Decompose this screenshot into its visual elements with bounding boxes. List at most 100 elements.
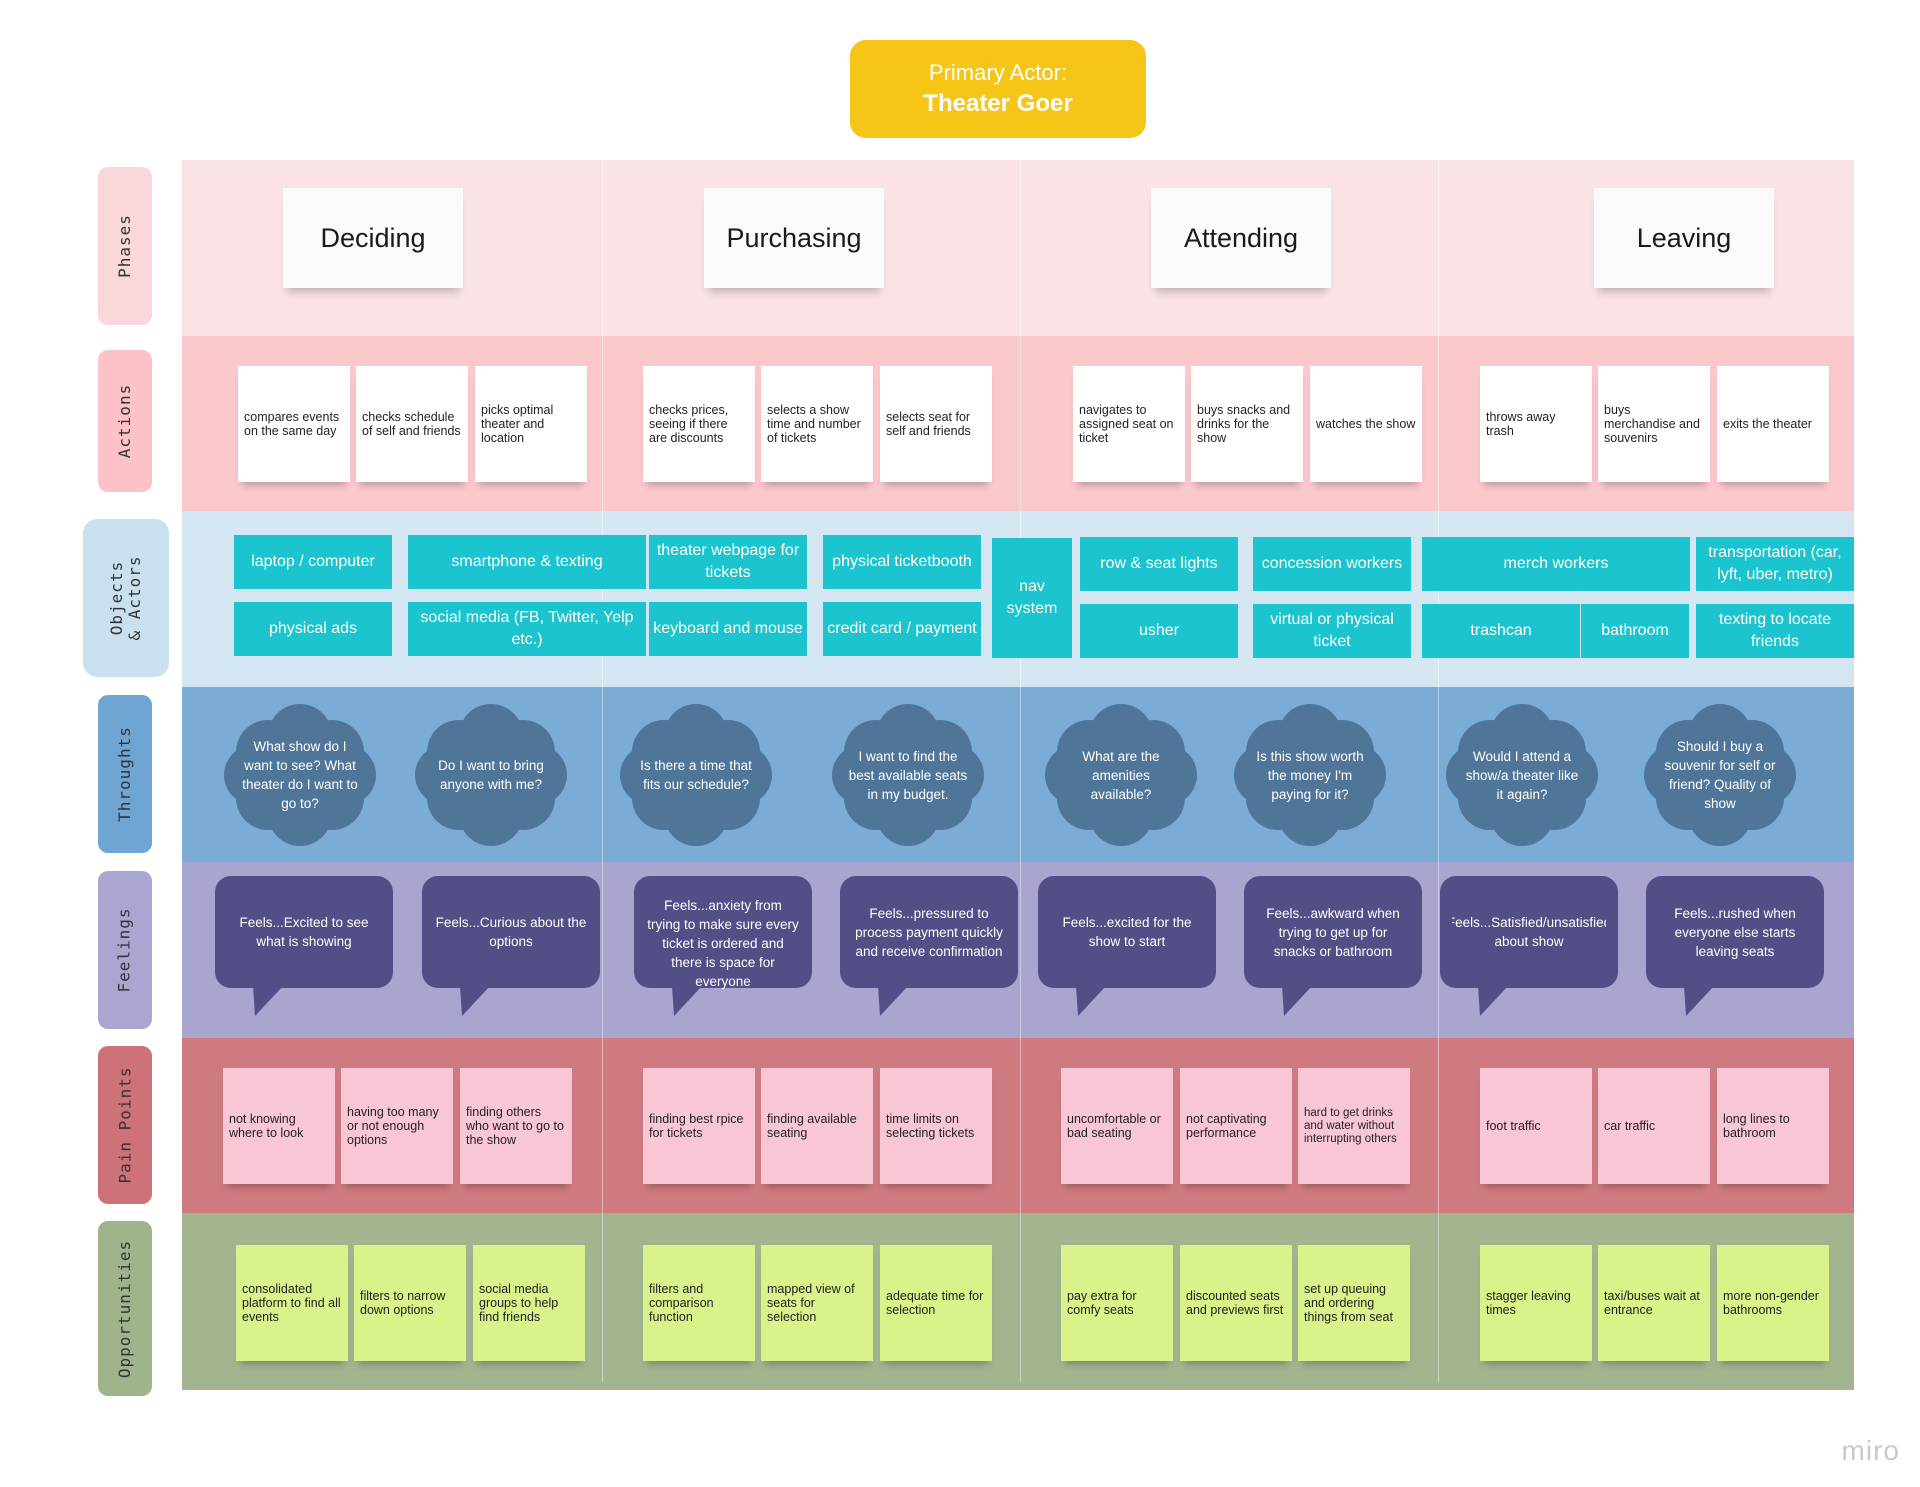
action-note: selects seat for self and friends	[880, 366, 992, 482]
primary-actor-label: Primary Actor:	[928, 60, 1068, 85]
row-label-text: Throughts	[115, 726, 135, 822]
object-tile: theater webpage for tickets	[649, 535, 807, 589]
feeling-bubble: Feels...Satisfied/unsatisfied about show	[1440, 876, 1618, 1016]
feeling-bubble: Feels...excited for the show to start	[1038, 876, 1216, 1016]
phase-divider	[602, 160, 603, 1382]
pain-point-note: hard to get drinks and water without int…	[1298, 1068, 1410, 1184]
object-tile: row & seat lights	[1080, 537, 1238, 591]
bubble-shape	[1244, 876, 1422, 1016]
thought-cloud: I want to find the best available seats …	[824, 700, 992, 850]
action-note: checks prices, seeing if there are disco…	[643, 366, 755, 482]
phase-card-deciding: Deciding	[283, 188, 463, 288]
row-label-opportunities: Opportunities	[98, 1221, 152, 1396]
action-note: checks schedule of self and friends	[356, 366, 468, 482]
row-label-thoughts: Throughts	[98, 695, 152, 853]
object-tile: physical ads	[234, 602, 392, 656]
feeling-text: Feels...pressured to process payment qui…	[855, 905, 1003, 959]
feeling-text: Feels...awkward when trying to get up fo…	[1266, 905, 1400, 959]
phase-card-attending: Attending	[1151, 188, 1331, 288]
thought-text: I want to find the best available seats …	[848, 748, 968, 802]
feeling-bubble: Feels...awkward when trying to get up fo…	[1244, 876, 1422, 1016]
pain-point-note: finding best rpice for tickets	[643, 1068, 755, 1184]
row-label-phases: Phases	[98, 167, 152, 325]
opportunity-note: taxi/buses wait at entrance	[1598, 1245, 1710, 1361]
opportunity-note: more non-gender bathrooms	[1717, 1245, 1829, 1361]
feeling-text: Feels...rushed when everyone else starts…	[1674, 905, 1796, 959]
cloud-shape	[1045, 704, 1197, 846]
phase-card-leaving: Leaving	[1594, 188, 1774, 288]
feeling-text: Feels...anxiety from trying to make sure…	[647, 898, 799, 989]
opportunity-note: pay extra for comfy seats	[1061, 1245, 1173, 1361]
action-note: buys merchandise and souvenirs	[1598, 366, 1710, 482]
opportunity-note: discounted seats and previews first	[1180, 1245, 1292, 1361]
row-label-feelings: Feelings	[98, 871, 152, 1029]
row-label-text: Actions	[115, 383, 134, 459]
pain-point-note: not knowing where to look	[223, 1068, 335, 1184]
object-tile: texting to locate friends	[1696, 604, 1854, 658]
object-tile: usher	[1080, 604, 1238, 658]
thought-cloud: What show do I want to see? What theater…	[216, 700, 384, 850]
object-tile: laptop / computer	[234, 535, 392, 589]
action-note: navigates to assigned seat on ticket	[1073, 366, 1185, 482]
feeling-text: Feels...Curious about the options	[435, 915, 587, 949]
row-label-text: Phases	[115, 214, 135, 278]
opportunity-note: filters to narrow down options	[354, 1245, 466, 1361]
bubble-shape	[215, 876, 393, 1016]
pain-point-note: having too many or not enough options	[341, 1068, 453, 1184]
opportunity-note: social media groups to help find friends	[473, 1245, 585, 1361]
cloud-shape	[415, 704, 567, 846]
cloud-shape	[620, 704, 772, 846]
opportunity-note: adequate time for selection	[880, 1245, 992, 1361]
cloud-shape	[1446, 704, 1598, 846]
thought-text: Should I buy a souvenir for self or frie…	[1664, 739, 1776, 811]
object-tile: trashcan	[1422, 604, 1580, 658]
pain-point-note: foot traffic	[1480, 1068, 1592, 1184]
row-label-text: Pain Points	[115, 1066, 134, 1184]
action-note: buys snacks and drinks for the show	[1191, 366, 1303, 482]
feeling-bubble: Feels...Excited to see what is showing	[215, 876, 393, 1016]
pain-point-note: finding others who want to go to the sho…	[460, 1068, 572, 1184]
action-note: throws away trash	[1480, 366, 1592, 482]
object-tile: transportation (car, lyft, uber, metro)	[1696, 537, 1854, 591]
thought-cloud: Should I buy a souvenir for self or frie…	[1636, 700, 1804, 850]
opportunity-note: filters and comparison function	[643, 1245, 755, 1361]
bubble-shape	[422, 876, 600, 1016]
feeling-bubble: Feels...pressured to process payment qui…	[840, 876, 1018, 1016]
feeling-text: Feels...Excited to see what is showing	[239, 915, 369, 949]
cloud-shape	[1234, 704, 1386, 846]
thought-text: What are the amenities available?	[1082, 748, 1160, 802]
thought-cloud: Is this show worth the money I'm paying …	[1226, 700, 1394, 850]
thought-cloud: What are the amenities available?	[1037, 700, 1205, 850]
pain-point-note: uncomfortable or bad seating	[1061, 1068, 1173, 1184]
thought-cloud: Would I attend a show/a theater like it …	[1438, 700, 1606, 850]
thought-text: Is there a time that fits our schedule?	[640, 758, 752, 792]
pain-point-note: long lines to bathroom	[1717, 1068, 1829, 1184]
bubble-shape	[1440, 876, 1618, 1016]
feeling-text: Feels...excited for the show to start	[1062, 915, 1192, 949]
object-tile: nav system	[992, 538, 1072, 658]
pain-point-note: finding available seating	[761, 1068, 873, 1184]
opportunity-note: mapped view of seats for selection	[761, 1245, 873, 1361]
object-tile: virtual or physical ticket	[1253, 604, 1411, 658]
object-tile: smartphone & texting	[408, 535, 646, 589]
object-tile: concession workers	[1253, 537, 1411, 591]
action-note: selects a show time and number of ticket…	[761, 366, 873, 482]
opportunity-note: set up queuing and ordering things from …	[1298, 1245, 1410, 1361]
thought-cloud: Do I want to bring anyone with me?	[407, 700, 575, 850]
feeling-bubble: Feels...anxiety from trying to make sure…	[634, 876, 812, 1016]
thought-text: What show do I want to see? What theater…	[242, 739, 358, 811]
phase-card-purchasing: Purchasing	[704, 188, 884, 288]
row-label-pain-points: Pain Points	[98, 1046, 152, 1204]
cloud-shape	[224, 704, 376, 846]
phase-divider	[1020, 160, 1021, 1382]
miro-logo: miro	[1841, 1435, 1900, 1466]
object-tile: keyboard and mouse	[649, 602, 807, 656]
primary-actor-box: Primary Actor: Theater Goer	[850, 40, 1146, 138]
row-label-objects: Objects & Actors	[83, 519, 169, 677]
row-label-text: Objects & Actors	[107, 555, 144, 641]
opportunity-note: stagger leaving times	[1480, 1245, 1592, 1361]
cloud-shape	[1644, 704, 1796, 846]
thought-text: Is this show worth the money I'm paying …	[1256, 748, 1364, 802]
phase-divider	[1438, 160, 1439, 1382]
primary-actor-name: Theater Goer	[923, 90, 1073, 117]
